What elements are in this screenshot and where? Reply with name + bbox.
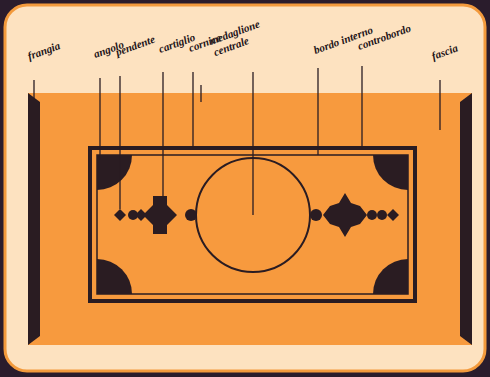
carpet-illustration xyxy=(0,0,490,377)
carpet-diagram: frangiaangolopendentecartigliocornicemed… xyxy=(0,0,490,377)
